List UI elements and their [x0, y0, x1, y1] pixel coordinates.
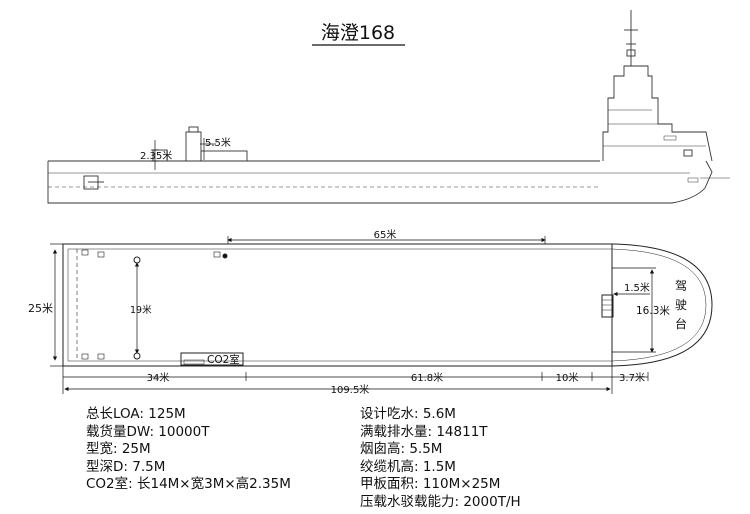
funnel — [185, 131, 202, 162]
drawing-title: 海澄168 — [321, 22, 395, 44]
bollard-2 — [97, 251, 105, 258]
co2-room-inner — [183, 359, 205, 365]
dim-house-height-label: 2.35米 — [140, 149, 172, 162]
funnel-cap — [188, 126, 199, 133]
dim-segment-label-1: 34米 — [147, 371, 170, 384]
dim-bow-width-label: 16.3米 — [636, 304, 670, 317]
dim-inner-beam-label: 19米 — [130, 304, 152, 316]
deck-outline — [62, 243, 713, 367]
bridge-label-3: 台 — [675, 316, 687, 331]
stern-equipment — [83, 175, 99, 190]
bulwark-line — [67, 248, 707, 362]
dim-funnel-height-label: 5.5米 — [205, 136, 231, 149]
mast-radar — [626, 49, 636, 57]
dim-total-label: 109.5米 — [331, 383, 370, 396]
winch-block — [213, 251, 221, 258]
spec-funnel-height: 烟囱高: 5.5M — [360, 441, 443, 458]
hull-profile — [47, 160, 713, 204]
winch — [200, 150, 248, 162]
spec-beam: 型宽: 25M — [86, 441, 151, 458]
plan-view — [62, 243, 713, 367]
deck-fitting — [222, 253, 228, 259]
spec-ballast-capacity: 压载水驳载能力: 2000T/H — [360, 493, 521, 510]
spec-displacement: 满载排水量: 14811T — [360, 423, 488, 440]
plan-dimensions — [50, 236, 656, 394]
spec-list-right: 设计吃水: 5.6M 满载排水量: 14811T 烟囱高: 5.5M 绞缆机高:… — [360, 406, 521, 512]
co2-room — [180, 352, 244, 366]
dim-bow-offset-label: 1.5米 — [624, 281, 650, 294]
side-view — [47, 10, 730, 204]
bollard-1 — [81, 249, 89, 256]
bridge-label-1: 驾 — [675, 279, 687, 293]
bow-windlass — [601, 294, 614, 318]
crane-top — [133, 256, 141, 264]
crane-bottom — [133, 352, 141, 360]
spec-loa: 总长LOA: 125M — [86, 406, 186, 422]
bollard-3 — [97, 353, 105, 360]
dim-segment-label-4: 3.7米 — [619, 371, 645, 384]
spec-deck-area: 甲板面积: 110M×25M — [360, 476, 501, 493]
dim-winch-zone-label: 65米 — [374, 228, 397, 241]
spec-depth: 型深D: 7.5M — [86, 458, 166, 475]
dim-beam-label: 25米 — [28, 302, 53, 315]
dim-segment-label-3: 10米 — [556, 371, 579, 384]
spec-design-draft: 设计吃水: 5.6M — [360, 406, 456, 422]
dim-segment-label-2: 61.8米 — [411, 371, 443, 384]
bow-fitting — [683, 149, 693, 157]
deck-house — [152, 149, 168, 162]
spec-winch-height: 绞缆机高: 1.5M — [360, 458, 456, 475]
spec-co2-room: CO2室: 长14M×宽3M×高2.35M — [86, 476, 291, 493]
bridge-label-2: 驶 — [675, 297, 687, 312]
spec-list-left: 总长LOA: 125M 载货量DW: 10000T 型宽: 25M 型深D: 7… — [86, 406, 291, 494]
co2-room-label: CO2室 — [207, 353, 240, 366]
spec-deadweight: 载货量DW: 10000T — [86, 423, 210, 440]
superstructure — [602, 65, 713, 162]
bollard-4 — [81, 353, 89, 360]
anchor-mark — [687, 177, 699, 183]
bridge-window — [663, 135, 677, 141]
side-dimensions — [151, 138, 216, 170]
